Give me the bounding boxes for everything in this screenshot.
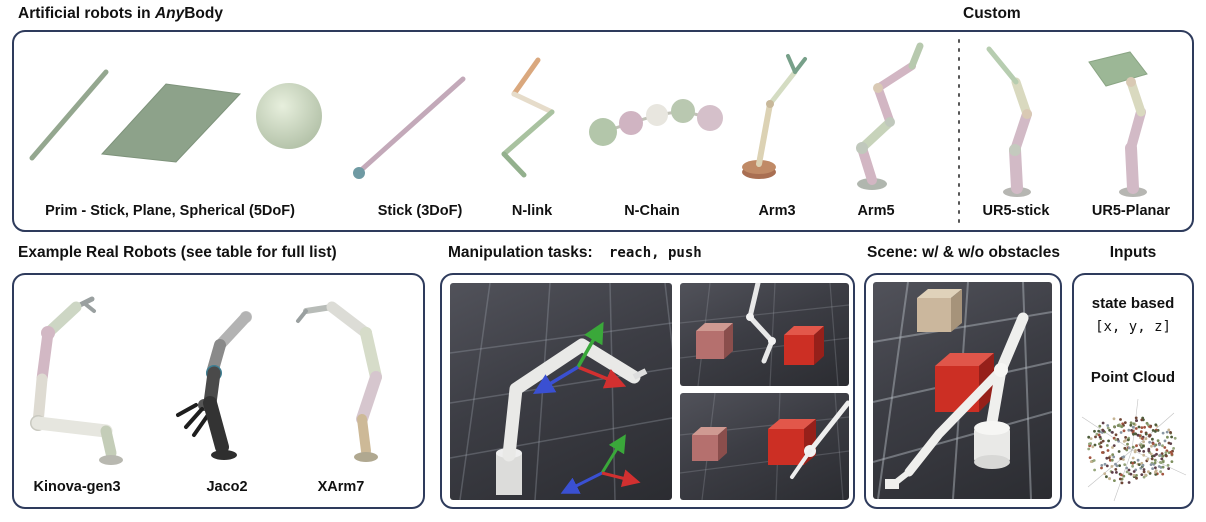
muted-cube	[696, 323, 733, 359]
coordinate-axes	[532, 321, 627, 395]
jaco2-image	[176, 311, 252, 460]
artificial-robots-illustration	[29, 39, 1148, 223]
inputs-panel: state based [x, y, z] Point Cloud	[1072, 273, 1194, 509]
inputs-title: Inputs	[1109, 244, 1157, 261]
tasks-panel	[440, 273, 855, 509]
n-chain-shape	[589, 99, 723, 146]
tasks-title: Manipulation tasks: reach, push	[448, 244, 702, 262]
push-task-image-1	[680, 283, 849, 386]
red-cube	[935, 353, 994, 412]
tasks-list: reach, push	[609, 245, 702, 261]
title-body: Body	[184, 5, 223, 22]
robot-label-nchain: N-Chain	[624, 203, 680, 219]
arm5-shape	[856, 42, 924, 190]
real-robot-label-jaco2: Jaco2	[206, 479, 248, 495]
obstacle-scene-image	[873, 282, 1052, 499]
real-robots-illustration	[30, 296, 382, 465]
arm3-shape	[742, 54, 807, 179]
red-cube	[768, 419, 816, 465]
white-robot-arm	[885, 312, 1029, 489]
real-robot-label-xarm7: XArm7	[317, 479, 365, 495]
real-robots-title: Example Real Robots (see table for full …	[18, 244, 337, 261]
kinova-gen3-image	[30, 296, 123, 465]
artificial-robots-panel	[12, 30, 1194, 232]
white-robot-arm	[496, 338, 648, 495]
ur5-stick-shape	[986, 46, 1032, 197]
stick-3dof-shape	[353, 76, 466, 179]
prim-stick-shape	[29, 69, 109, 161]
artificial-robots-title: Artificial robots in AnyBody	[18, 5, 223, 23]
xarm7-image	[296, 301, 382, 462]
prim-sphere-shape	[256, 83, 322, 149]
robot-label-stick3dof: Stick (3DoF)	[377, 203, 463, 219]
white-robot-arm	[746, 283, 776, 364]
state-based-label: state based	[1091, 295, 1175, 312]
title-prefix: Artificial robots in	[18, 5, 155, 22]
n-link-shape	[501, 57, 555, 178]
floor-grid	[450, 283, 672, 500]
corner-axes	[560, 434, 641, 494]
white-stick-arm	[790, 400, 849, 479]
title-any: Any	[154, 5, 185, 22]
point-cloud-label: Point Cloud	[1090, 369, 1176, 386]
push-task-image-2	[680, 393, 849, 500]
robot-label-arm5: Arm5	[857, 203, 895, 219]
real-robot-label-kinova: Kinova-gen3	[33, 479, 121, 495]
reach-task-image	[450, 283, 672, 500]
point-cloud-spikes	[1081, 398, 1187, 502]
custom-label: Custom	[963, 5, 1021, 22]
point-cloud-image	[1081, 398, 1187, 502]
real-robots-panel	[12, 273, 425, 509]
tasks-title-text: Manipulation tasks:	[448, 244, 593, 261]
red-cube	[784, 326, 824, 365]
point-cloud-dots	[1087, 416, 1177, 485]
robot-label-ur5stick: UR5-stick	[982, 203, 1050, 219]
robot-label-arm3: Arm3	[758, 203, 796, 219]
ur5-planar-shape	[1088, 51, 1148, 197]
tan-cube-obstacle	[917, 289, 962, 332]
scene-title: Scene: w/ & w/o obstacles	[867, 244, 1060, 261]
robot-label-ur5planar: UR5-Planar	[1091, 203, 1171, 219]
scene-panel	[864, 273, 1062, 509]
robot-label-prim: Prim - Stick, Plane, Spherical (5DoF)	[45, 203, 295, 219]
state-vector: [x, y, z]	[1095, 319, 1171, 335]
robot-label-nlink: N-link	[511, 203, 553, 219]
muted-cube	[692, 427, 727, 461]
prim-plane-shape	[100, 83, 242, 163]
